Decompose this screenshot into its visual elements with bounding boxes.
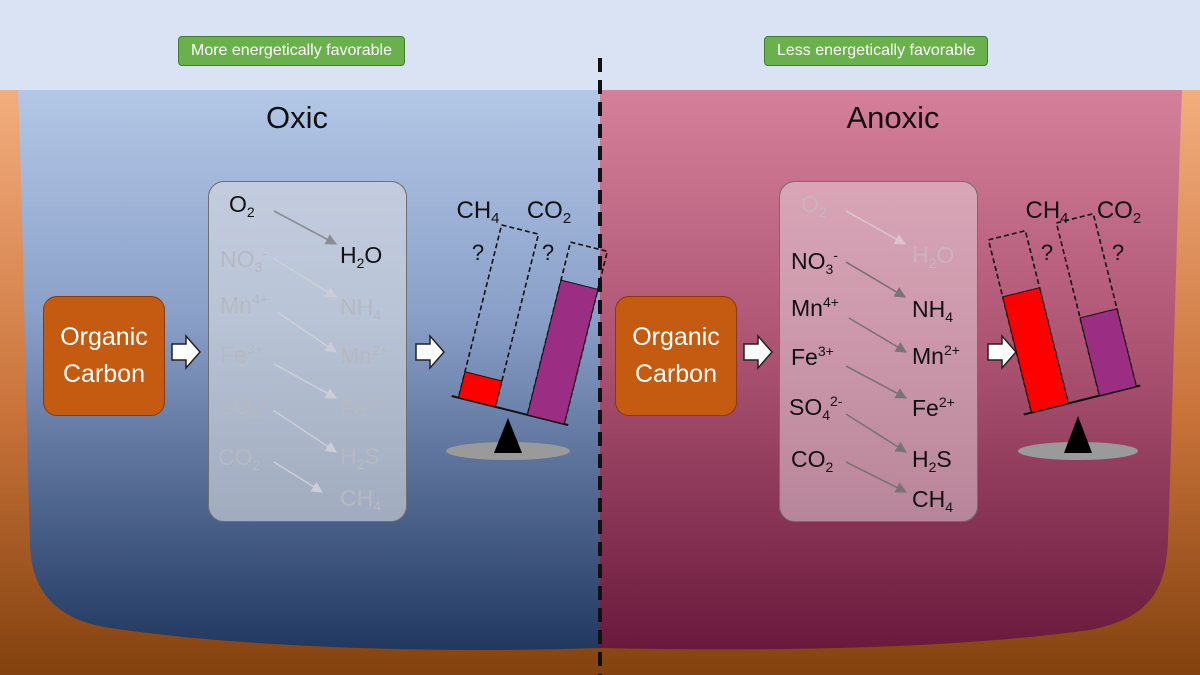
arrow-panel-to-scale-oxic (415, 334, 445, 370)
oxic-acceptor-so4: SO42- (218, 392, 272, 422)
anoxic-acceptor-fe3: Fe3+ (791, 343, 834, 370)
anoxic-ch4-question: ? (1040, 240, 1054, 265)
anoxic-reaction-arrows (845, 210, 908, 493)
oxic-scale (446, 223, 609, 460)
anoxic-acceptor-o2: O2 (801, 191, 827, 220)
anoxic-product-h2s: H2S (912, 446, 952, 475)
anoxic-product-nh4: NH4 (912, 296, 954, 325)
oxic-title: Oxic (266, 100, 328, 135)
anoxic-co2-tube (1055, 212, 1138, 397)
anoxic-ch4-label: CH4 (1025, 197, 1069, 227)
oxic-acceptor-mn4: Mn4+ (220, 291, 268, 318)
anoxic-ch4-tube (987, 229, 1070, 414)
anoxic-scale (987, 212, 1141, 460)
anoxic-product-fe2: Fe2+ (912, 394, 955, 421)
anoxic-co2-question: ? (1111, 240, 1125, 265)
organic-carbon-line2: Carbon (62, 360, 145, 388)
anoxic-title: Anoxic (846, 100, 940, 135)
anoxic-product-mn2: Mn2+ (912, 342, 960, 369)
organic-carbon-line2: Carbon (634, 360, 717, 388)
oxic-acceptor-o2: O2 (229, 191, 255, 220)
oxic-scale-fulcrum (494, 418, 522, 453)
oxic-acceptor-co2: CO2 (218, 444, 261, 473)
oxic-acceptor-no3: NO3- (220, 245, 267, 275)
oxic-product-nh4: NH4 (340, 294, 382, 323)
anoxic-acceptor-no3: NO3- (791, 247, 838, 277)
organic-carbon-line1: Organic (60, 322, 148, 351)
oxic-product-fe2: Fe2+ (340, 394, 383, 421)
oxic-product-mn2: Mn2+ (340, 342, 388, 369)
anoxic-water (600, 90, 1182, 650)
anoxic-acceptor-co2: CO2 (791, 446, 834, 475)
anoxic-co2-fill (1079, 308, 1137, 397)
oxic-co2-tube (526, 241, 609, 426)
anoxic-product-h2o: H2O (912, 242, 955, 271)
oxic-co2-label: CO2 (526, 197, 572, 227)
oxic-product-h2o: H2O (340, 242, 383, 271)
oxic-redox-panel (208, 181, 407, 522)
anoxic-co2-label: CO2 (1096, 197, 1142, 227)
oxic-co2-fill (526, 279, 599, 425)
anoxic-acceptor-mn4: Mn4+ (791, 294, 839, 321)
arrow-organic-to-panel-anoxic (743, 334, 773, 370)
oxic-ch4-question: ? (471, 240, 485, 265)
anoxic-redox-panel (779, 181, 978, 522)
anoxic-scale-fulcrum (1064, 416, 1092, 453)
anoxic-product-ch4: CH4 (912, 486, 954, 515)
label-more-favorable: More energetically favorable (178, 36, 405, 66)
organic-carbon-line1: Organic (632, 322, 720, 351)
oxic-ch4-fill (457, 371, 503, 408)
oxic-acceptor-fe3: Fe3+ (220, 341, 263, 368)
oxic-co2-question: ? (541, 240, 555, 265)
anoxic-acceptor-so4: SO42- (789, 393, 843, 423)
oxic-ch4-tube (457, 223, 540, 408)
arrow-panel-to-scale-anoxic (987, 334, 1017, 370)
oxic-product-ch4: CH4 (340, 485, 382, 514)
arrow-organic-to-panel-oxic (171, 334, 201, 370)
anoxic-ch4-fill (1002, 287, 1070, 414)
label-less-favorable: Less energetically favorable (764, 36, 989, 66)
oxic-ch4-label: CH4 (456, 197, 500, 227)
oxic-product-h2s: H2S (340, 443, 380, 472)
